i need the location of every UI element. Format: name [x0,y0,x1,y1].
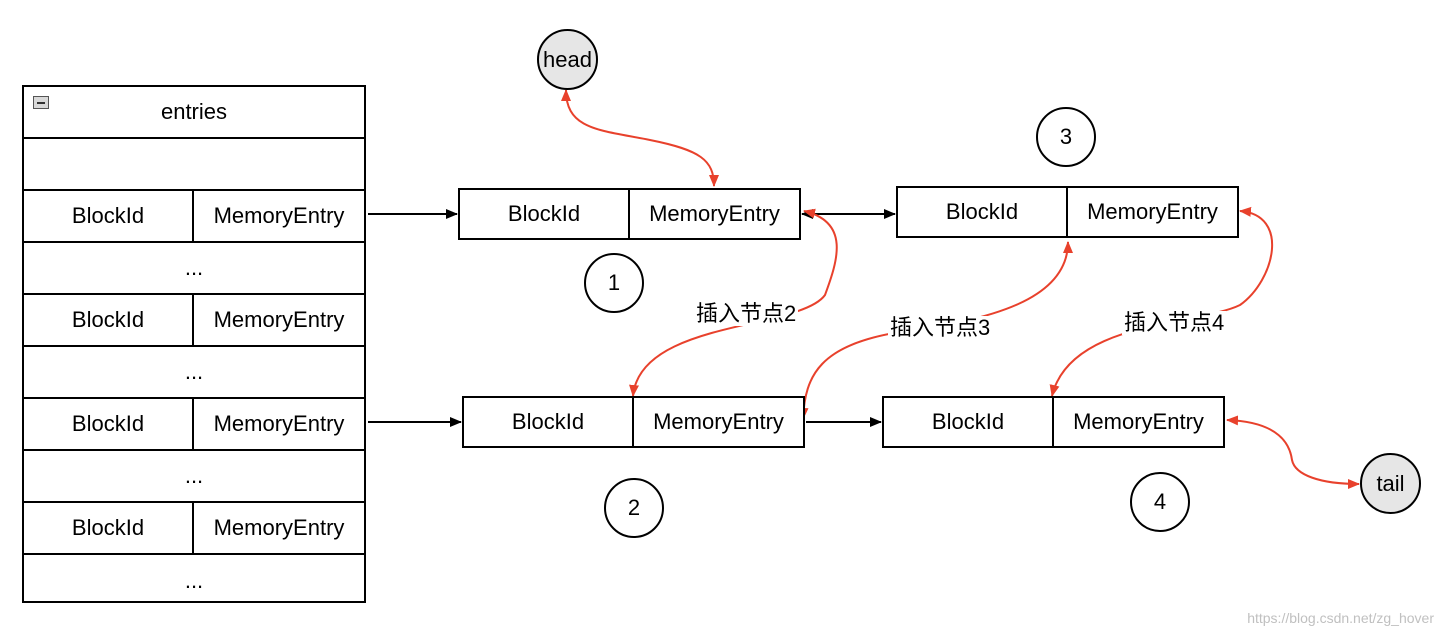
red-arrow-node-4-tail [1226,415,1360,489]
red-arrow-head-node-1 [561,89,719,187]
memory-entry-cell: MemoryEntry [213,411,345,436]
collapse-icon[interactable] [33,96,49,109]
block-id-cell: BlockId [464,398,634,446]
table-row: BlockId MemoryEntry [24,399,364,451]
table-row: ... [24,451,364,503]
table-row: ... [24,347,364,399]
block-id-cell: BlockId [884,398,1054,446]
entries-table-header: entries [24,87,364,139]
memory-entry-cell: MemoryEntry [1073,409,1204,434]
table-row-text: ... [184,568,204,593]
list-node-2: BlockId MemoryEntry [462,396,805,448]
entries-table: entries BlockId MemoryEntry ... BlockId … [22,85,366,603]
red-arrow-insert-4 [1049,206,1274,397]
table-row [24,139,364,191]
insert-node-2-label: 插入节点2 [694,301,799,326]
insert-node-3-label: 插入节点3 [888,315,993,340]
list-node-1: BlockId MemoryEntry [458,188,801,240]
table-row: BlockId MemoryEntry [24,295,364,347]
entries-title: entries [160,99,228,124]
watermark: https://blog.csdn.net/zg_hover [1247,610,1434,626]
head-pointer: head [537,29,598,90]
list-node-3: BlockId MemoryEntry [896,186,1239,238]
node-badge-4: 4 [1130,472,1190,532]
block-id-cell: BlockId [24,503,194,553]
block-id-cell: BlockId [24,191,194,241]
table-row: ... [24,243,364,295]
block-id-cell: BlockId [460,190,630,238]
memory-entry-cell: MemoryEntry [649,201,780,226]
table-row-text: ... [184,463,204,488]
node-badge-1: 1 [584,253,644,313]
block-id-cell: BlockId [24,399,194,449]
memory-entry-cell: MemoryEntry [213,307,345,332]
table-row-text: ... [184,359,204,384]
table-row: BlockId MemoryEntry [24,503,364,555]
block-id-cell: BlockId [898,188,1068,236]
table-row: BlockId MemoryEntry [24,191,364,243]
tail-pointer: tail [1360,453,1421,514]
memory-entry-cell: MemoryEntry [213,515,345,540]
block-id-cell: BlockId [24,295,194,345]
table-row: ... [24,555,364,607]
node-badge-3: 3 [1036,107,1096,167]
insert-node-4-label: 插入节点4 [1122,310,1227,335]
memory-entry-cell: MemoryEntry [213,203,345,228]
node-badge-2: 2 [604,478,664,538]
memory-entry-cell: MemoryEntry [1087,199,1218,224]
table-row-text: ... [184,255,204,280]
memory-entry-cell: MemoryEntry [653,409,784,434]
list-node-4: BlockId MemoryEntry [882,396,1225,448]
